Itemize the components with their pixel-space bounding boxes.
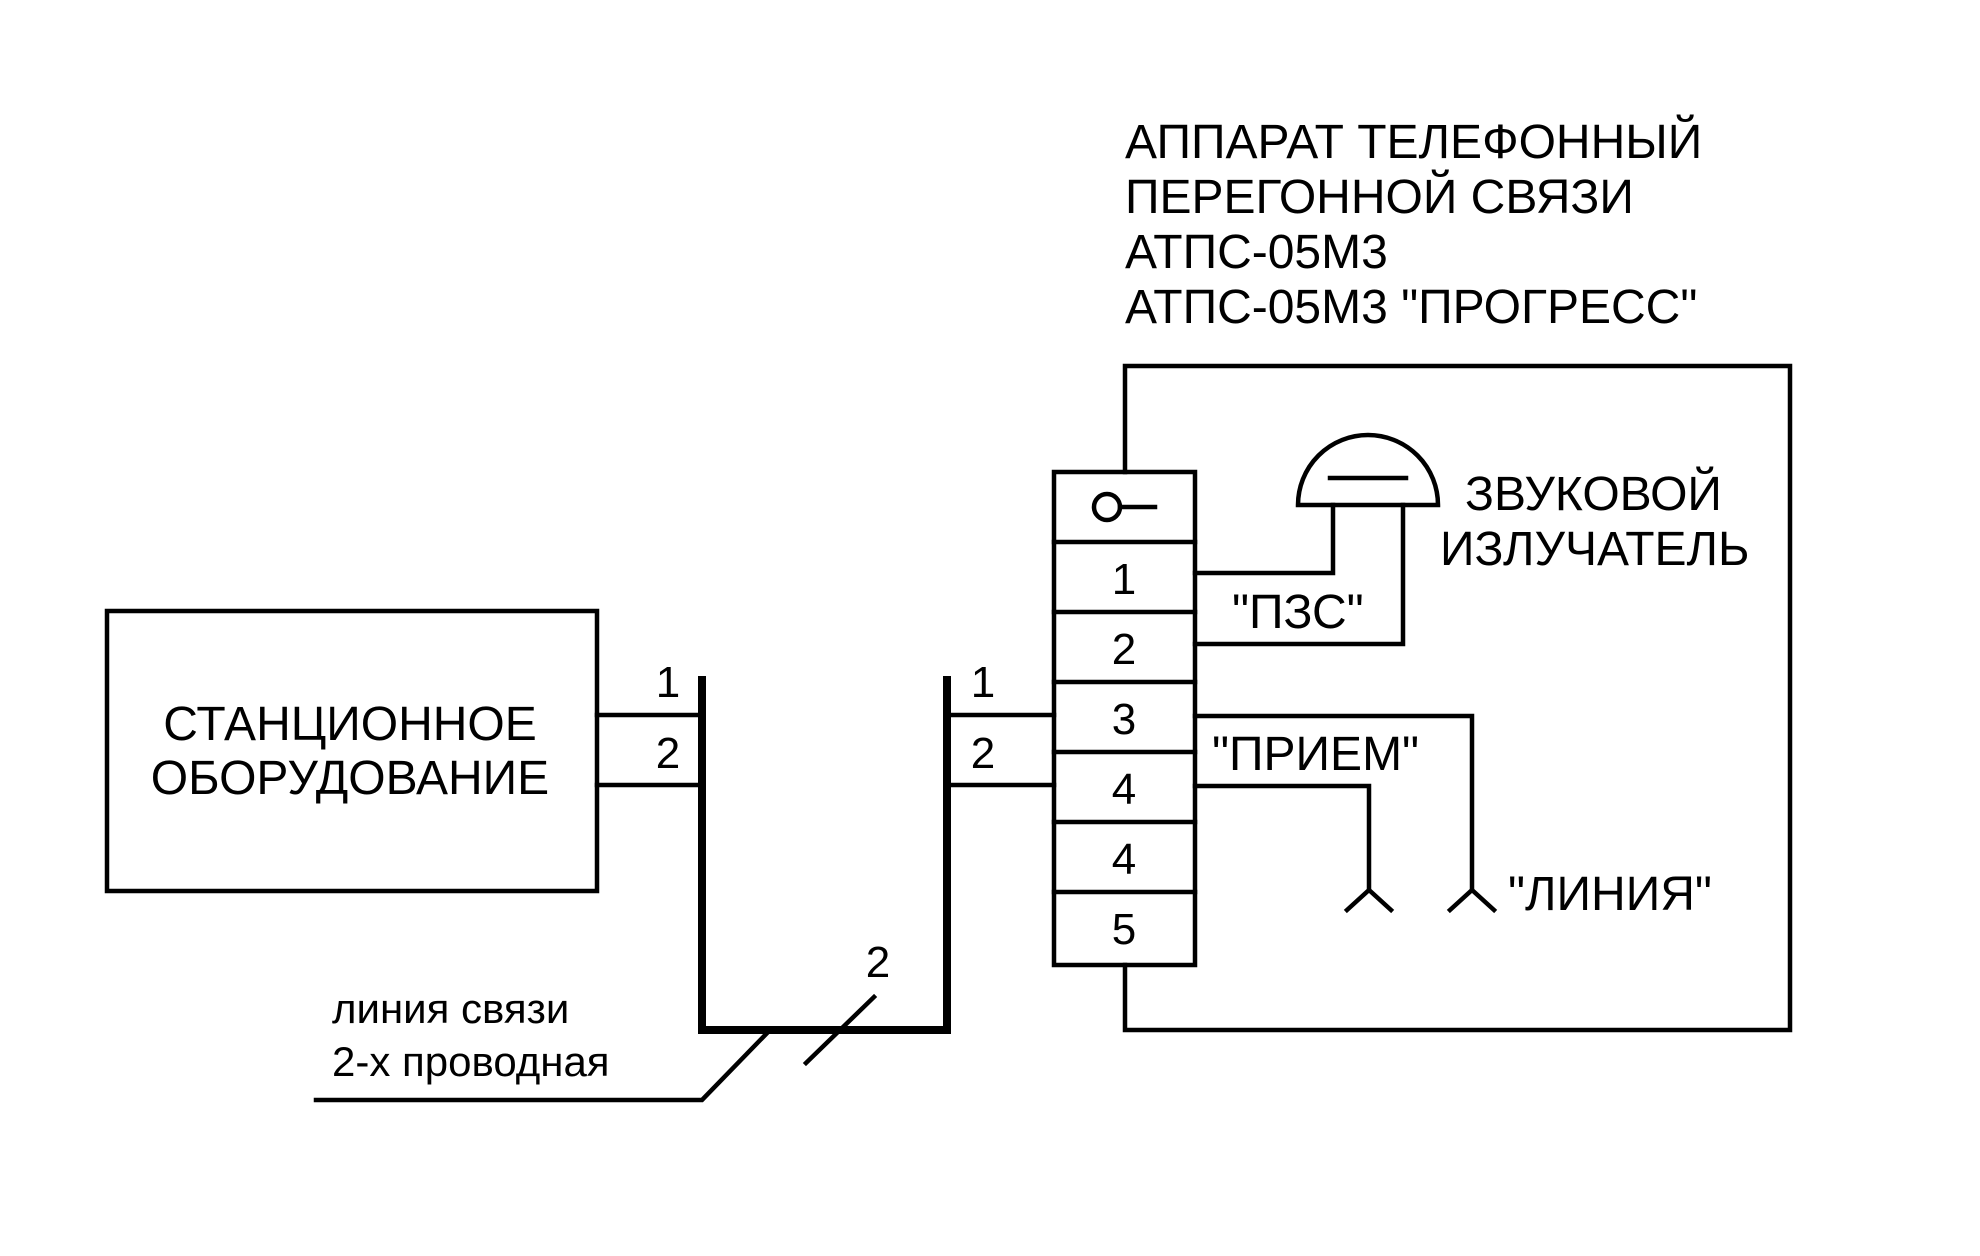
terminal-number: 5 xyxy=(1112,905,1136,954)
liniya-label: "ЛИНИЯ" xyxy=(1508,868,1712,921)
priem-connector-icon xyxy=(1343,886,1395,914)
terminal-number: 2 xyxy=(1112,625,1136,674)
wire-count-label: 2 xyxy=(866,938,890,987)
device-title-line-3: АТПС-05М3 xyxy=(1125,226,1388,279)
speaker-wire-2 xyxy=(1192,502,1406,647)
ground-terminal-icon xyxy=(1091,491,1123,523)
comm-line-label-line-1: линия связи xyxy=(332,985,569,1032)
device-enclosure xyxy=(1122,363,1793,1033)
wire-count-slash xyxy=(802,993,878,1067)
pzs-label: "ПЗС" xyxy=(1232,586,1364,639)
device-title-line-2: ПЕРЕГОННОЙ СВЯЗИ xyxy=(1125,169,1634,224)
speaker-label-line-1: ЗВУКОВОЙ xyxy=(1465,466,1722,521)
device-title-line-1: АППАРАТ ТЕЛЕФОННЫЙ xyxy=(1125,114,1702,169)
priem-label: "ПРИЕМ" xyxy=(1212,728,1419,781)
station-equipment-box xyxy=(104,608,600,894)
two-wire-cable xyxy=(698,676,951,1034)
station-label-line-1: СТАНЦИОННОЕ xyxy=(163,698,537,751)
speaker-wire-1 xyxy=(1192,502,1336,576)
terminal-block xyxy=(1051,469,1198,968)
terminal-number: 4 xyxy=(1112,765,1136,814)
terminal-number: 1 xyxy=(1112,555,1136,604)
speaker-icon xyxy=(1295,432,1441,508)
line-terminal-2: 2 xyxy=(971,729,995,778)
priem-wire xyxy=(1192,783,1372,893)
station-terminal-2: 2 xyxy=(656,729,680,778)
comm-line-label-line-2: 2-х проводная xyxy=(332,1038,610,1085)
terminal-number: 3 xyxy=(1112,695,1136,744)
station-label-line-2: ОБОРУДОВАНИЕ xyxy=(151,752,549,805)
comm-line-leader xyxy=(313,1026,774,1103)
device-title-line-4: АТПС-05М3 "ПРОГРЕСС" xyxy=(1125,281,1697,334)
station-terminal-1: 1 xyxy=(656,658,680,707)
liniya-wire xyxy=(1192,713,1475,893)
liniya-connector-icon xyxy=(1446,886,1498,914)
line-terminal-1: 1 xyxy=(971,658,995,707)
speaker-label-line-2: ИЗЛУЧАТЕЛЬ xyxy=(1440,523,1750,576)
terminal-number: 4 xyxy=(1112,835,1136,884)
